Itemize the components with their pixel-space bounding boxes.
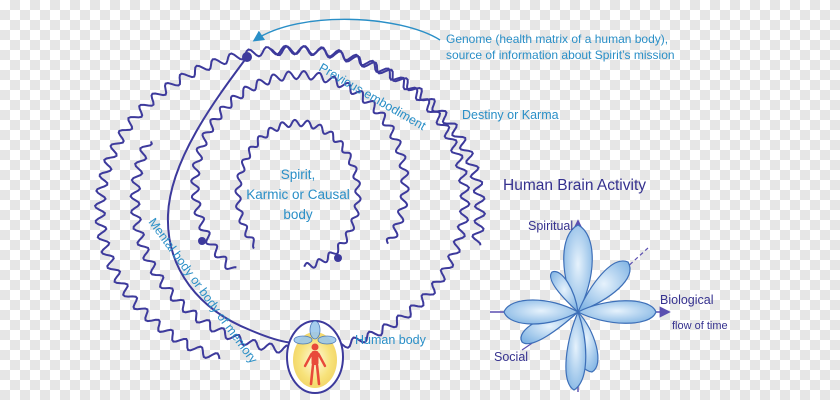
genome-node-icon	[242, 52, 252, 62]
petal-upper-right	[576, 260, 631, 314]
brain-activity-chart: Spiritual Biological flow of time Social	[490, 219, 728, 392]
spiral-loop-outer-ring	[93, 44, 487, 360]
spiral-loop-inner	[234, 118, 362, 269]
spiral-loops	[93, 44, 487, 360]
petal-upper-left	[549, 271, 579, 314]
genome-label-line1: Genome (health matrix of a human body),	[446, 32, 668, 46]
lifeline-curve	[166, 56, 311, 344]
petal-bottom	[565, 310, 587, 391]
destiny-label: Destiny or Karma	[462, 108, 559, 122]
spirit-label-line3: body	[283, 207, 313, 222]
spirit-label-line2: Karmic or Causal	[246, 187, 350, 202]
human-figure-icon	[286, 320, 344, 394]
genome-arrow	[252, 18, 441, 42]
axis-label-social: Social	[494, 350, 528, 364]
petal-biological	[576, 300, 657, 324]
axis-label-flow: flow of time	[672, 320, 728, 332]
genome-label-line2: source of information about Spirit’s mis…	[446, 48, 675, 62]
spiral-loop-outer	[129, 45, 471, 355]
brain-title: Human Brain Activity	[503, 177, 646, 194]
spiral-node-left	[198, 237, 206, 245]
spirit-label-line1: Spirit,	[281, 167, 316, 182]
axis-label-spiritual: Spiritual	[528, 219, 573, 233]
petal-left	[503, 299, 580, 325]
spiral-node-right	[334, 254, 342, 262]
previous-embodiment-label: Previous embodiment	[317, 60, 429, 133]
axis-label-biological: Biological	[660, 293, 714, 307]
spiral-loop-middle	[190, 70, 410, 271]
human-body-label: Human body	[355, 333, 427, 347]
